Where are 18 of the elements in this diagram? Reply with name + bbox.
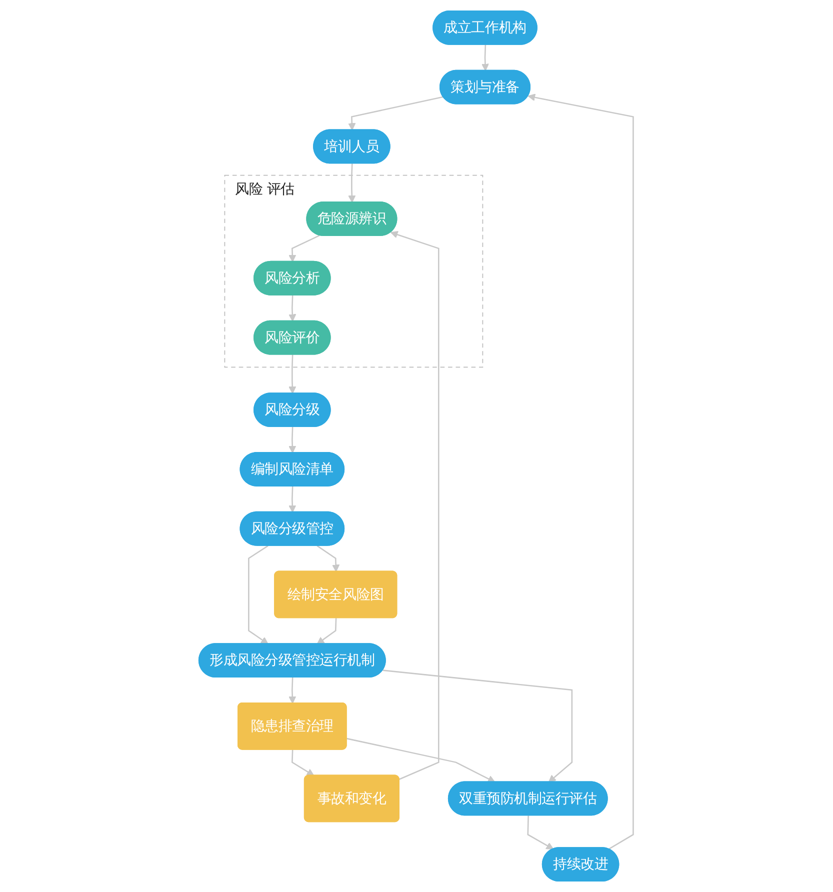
arrow (348, 164, 356, 203)
arrow (390, 230, 440, 780)
arrow (348, 96, 444, 130)
arrow (289, 234, 320, 262)
arrow (292, 750, 315, 776)
arrow (289, 678, 297, 704)
arrow (317, 618, 338, 644)
arrow (528, 816, 554, 850)
arrow (482, 44, 490, 72)
arrow (317, 545, 340, 572)
arrow (347, 738, 496, 782)
arrow (528, 94, 634, 850)
arrow (289, 295, 297, 322)
arrow (383, 670, 574, 782)
arrow (289, 427, 297, 454)
arrow (289, 486, 297, 513)
arrow (248, 545, 269, 644)
arrow (289, 354, 297, 394)
